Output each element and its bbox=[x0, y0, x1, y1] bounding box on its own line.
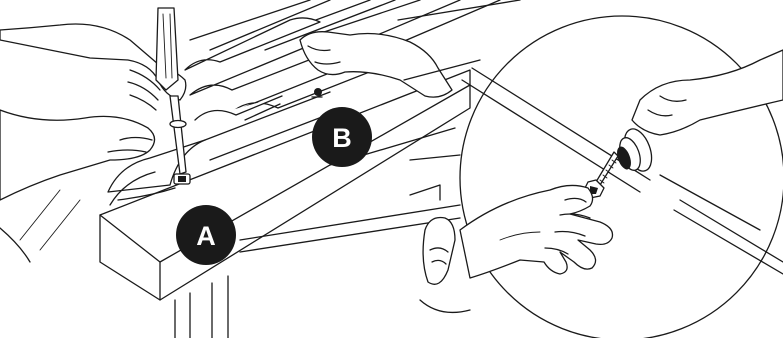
marker-b-label: B bbox=[332, 123, 352, 153]
marker-a: A bbox=[176, 205, 236, 265]
magnifier-circle-icon bbox=[404, 16, 783, 338]
marker-b: B bbox=[312, 107, 372, 167]
bracket-line bbox=[410, 185, 440, 200]
marker-a-label: A bbox=[196, 221, 216, 251]
